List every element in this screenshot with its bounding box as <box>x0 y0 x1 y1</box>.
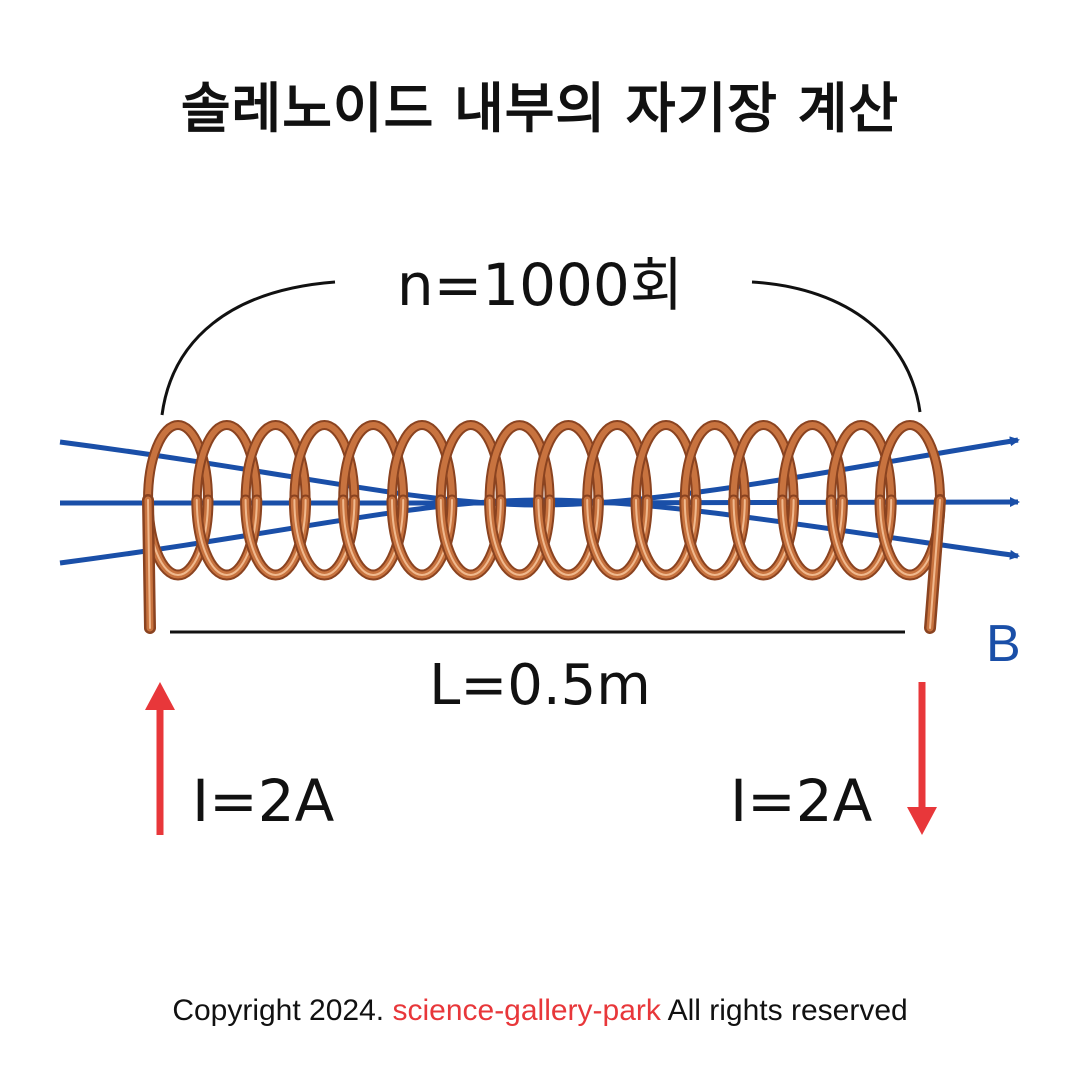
current-label-left: I=2A <box>192 767 335 835</box>
turns-label: n=1000회 <box>396 251 684 319</box>
copyright-site: science-gallery-park <box>392 994 661 1027</box>
current-label-right: I=2A <box>730 767 873 835</box>
current-arrow-down <box>907 682 937 835</box>
turns-bracket-right <box>751 280 922 413</box>
copyright-footer: Copyright 2024. science-gallery-park All… <box>0 996 1080 1026</box>
copyright-suffix: All rights reserved <box>667 994 908 1027</box>
page-title: 솔레노이드 내부의 자기장 계산 <box>180 77 900 140</box>
magnetic-field-label: B <box>986 615 1021 673</box>
copyright-prefix: Copyright 2024. <box>172 994 385 1027</box>
length-label: L=0.5m <box>429 653 651 718</box>
solenoid-coil <box>142 420 946 634</box>
turns-bracket-left <box>160 280 336 416</box>
current-arrow-up <box>145 682 175 835</box>
